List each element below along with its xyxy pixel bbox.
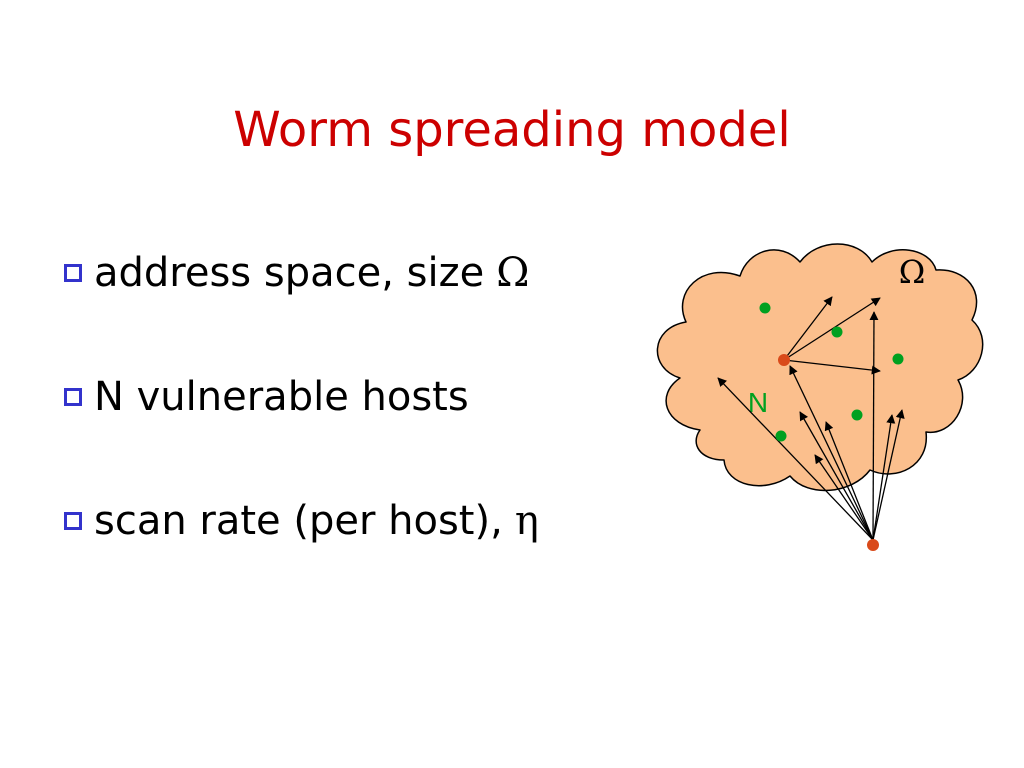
scan-arrow xyxy=(783,359,881,375)
scan-arrow xyxy=(814,454,874,541)
bullet-text: N vulnerable hosts xyxy=(94,374,469,420)
scan-arrow xyxy=(783,297,881,361)
omega-label: Ω xyxy=(899,253,926,291)
square-bullet-icon xyxy=(64,388,82,406)
vulnerable-host xyxy=(831,326,843,338)
inner-scan-arrows xyxy=(783,296,881,375)
scan-arrow xyxy=(783,296,833,361)
bullet-item-address-space: address space, size Ω xyxy=(64,244,539,302)
slide-title: Worm spreading model xyxy=(233,102,791,158)
infected-hosts xyxy=(778,354,879,551)
bullet-text: address space, size xyxy=(94,250,485,296)
omega-symbol: Ω xyxy=(496,250,530,296)
square-bullet-icon xyxy=(64,512,82,530)
vulnerable-host xyxy=(851,409,863,421)
scan-arrow xyxy=(872,414,896,541)
vulnerable-host xyxy=(892,353,904,365)
eta-symbol: η xyxy=(514,498,539,544)
scan-arrow xyxy=(824,421,874,541)
outer-scan-arrows xyxy=(717,311,905,541)
scan-arrow xyxy=(869,311,879,541)
vulnerable-hosts xyxy=(759,302,904,442)
bullet-list: address space, size Ω N vulnerable hosts… xyxy=(64,244,539,616)
scan-arrow xyxy=(799,411,874,541)
vulnerable-host xyxy=(775,430,787,442)
address-space-cloud xyxy=(656,243,984,492)
scan-arrow xyxy=(789,365,874,541)
infected-host xyxy=(867,539,879,551)
bullet-text: scan rate (per host), xyxy=(94,498,503,544)
bullet-item-scan-rate: scan rate (per host), η xyxy=(64,492,539,550)
square-bullet-icon xyxy=(64,264,82,282)
bullet-item-vulnerable-hosts: N vulnerable hosts xyxy=(64,368,539,426)
infected-host xyxy=(778,354,790,366)
scan-arrow xyxy=(717,377,874,541)
scan-arrow xyxy=(872,409,905,541)
vulnerable-host xyxy=(759,302,771,314)
n-label: N xyxy=(748,387,768,418)
